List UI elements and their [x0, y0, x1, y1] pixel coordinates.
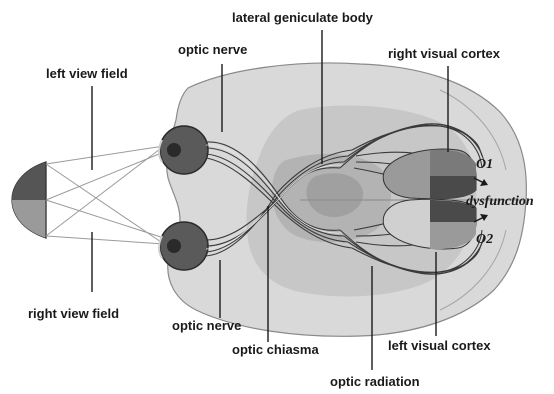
lateral-geniculate-body-label: lateral geniculate body: [232, 10, 374, 25]
optic-chiasma-label: optic chiasma: [232, 342, 319, 357]
right-view-field-label: right view field: [28, 306, 119, 321]
optic-nerve-bottom-label: optic nerve: [172, 318, 241, 333]
optic-nerve-top-label: optic nerve: [178, 42, 247, 57]
dysfunction-label: dysfunction: [466, 194, 534, 209]
visual-field-lens: [12, 162, 46, 238]
light-rays: [46, 146, 164, 244]
left-view-field-label: left view field: [46, 66, 128, 81]
left-visual-cortex-label: left visual cortex: [388, 338, 491, 353]
right-visual-cortex-label: right visual cortex: [388, 46, 501, 61]
o2-label: O2: [476, 232, 493, 247]
right-eye: [159, 222, 208, 270]
o1-label: O1: [476, 157, 493, 172]
left-eye: [159, 126, 208, 174]
optic-radiation-label: optic radiation: [330, 374, 420, 389]
